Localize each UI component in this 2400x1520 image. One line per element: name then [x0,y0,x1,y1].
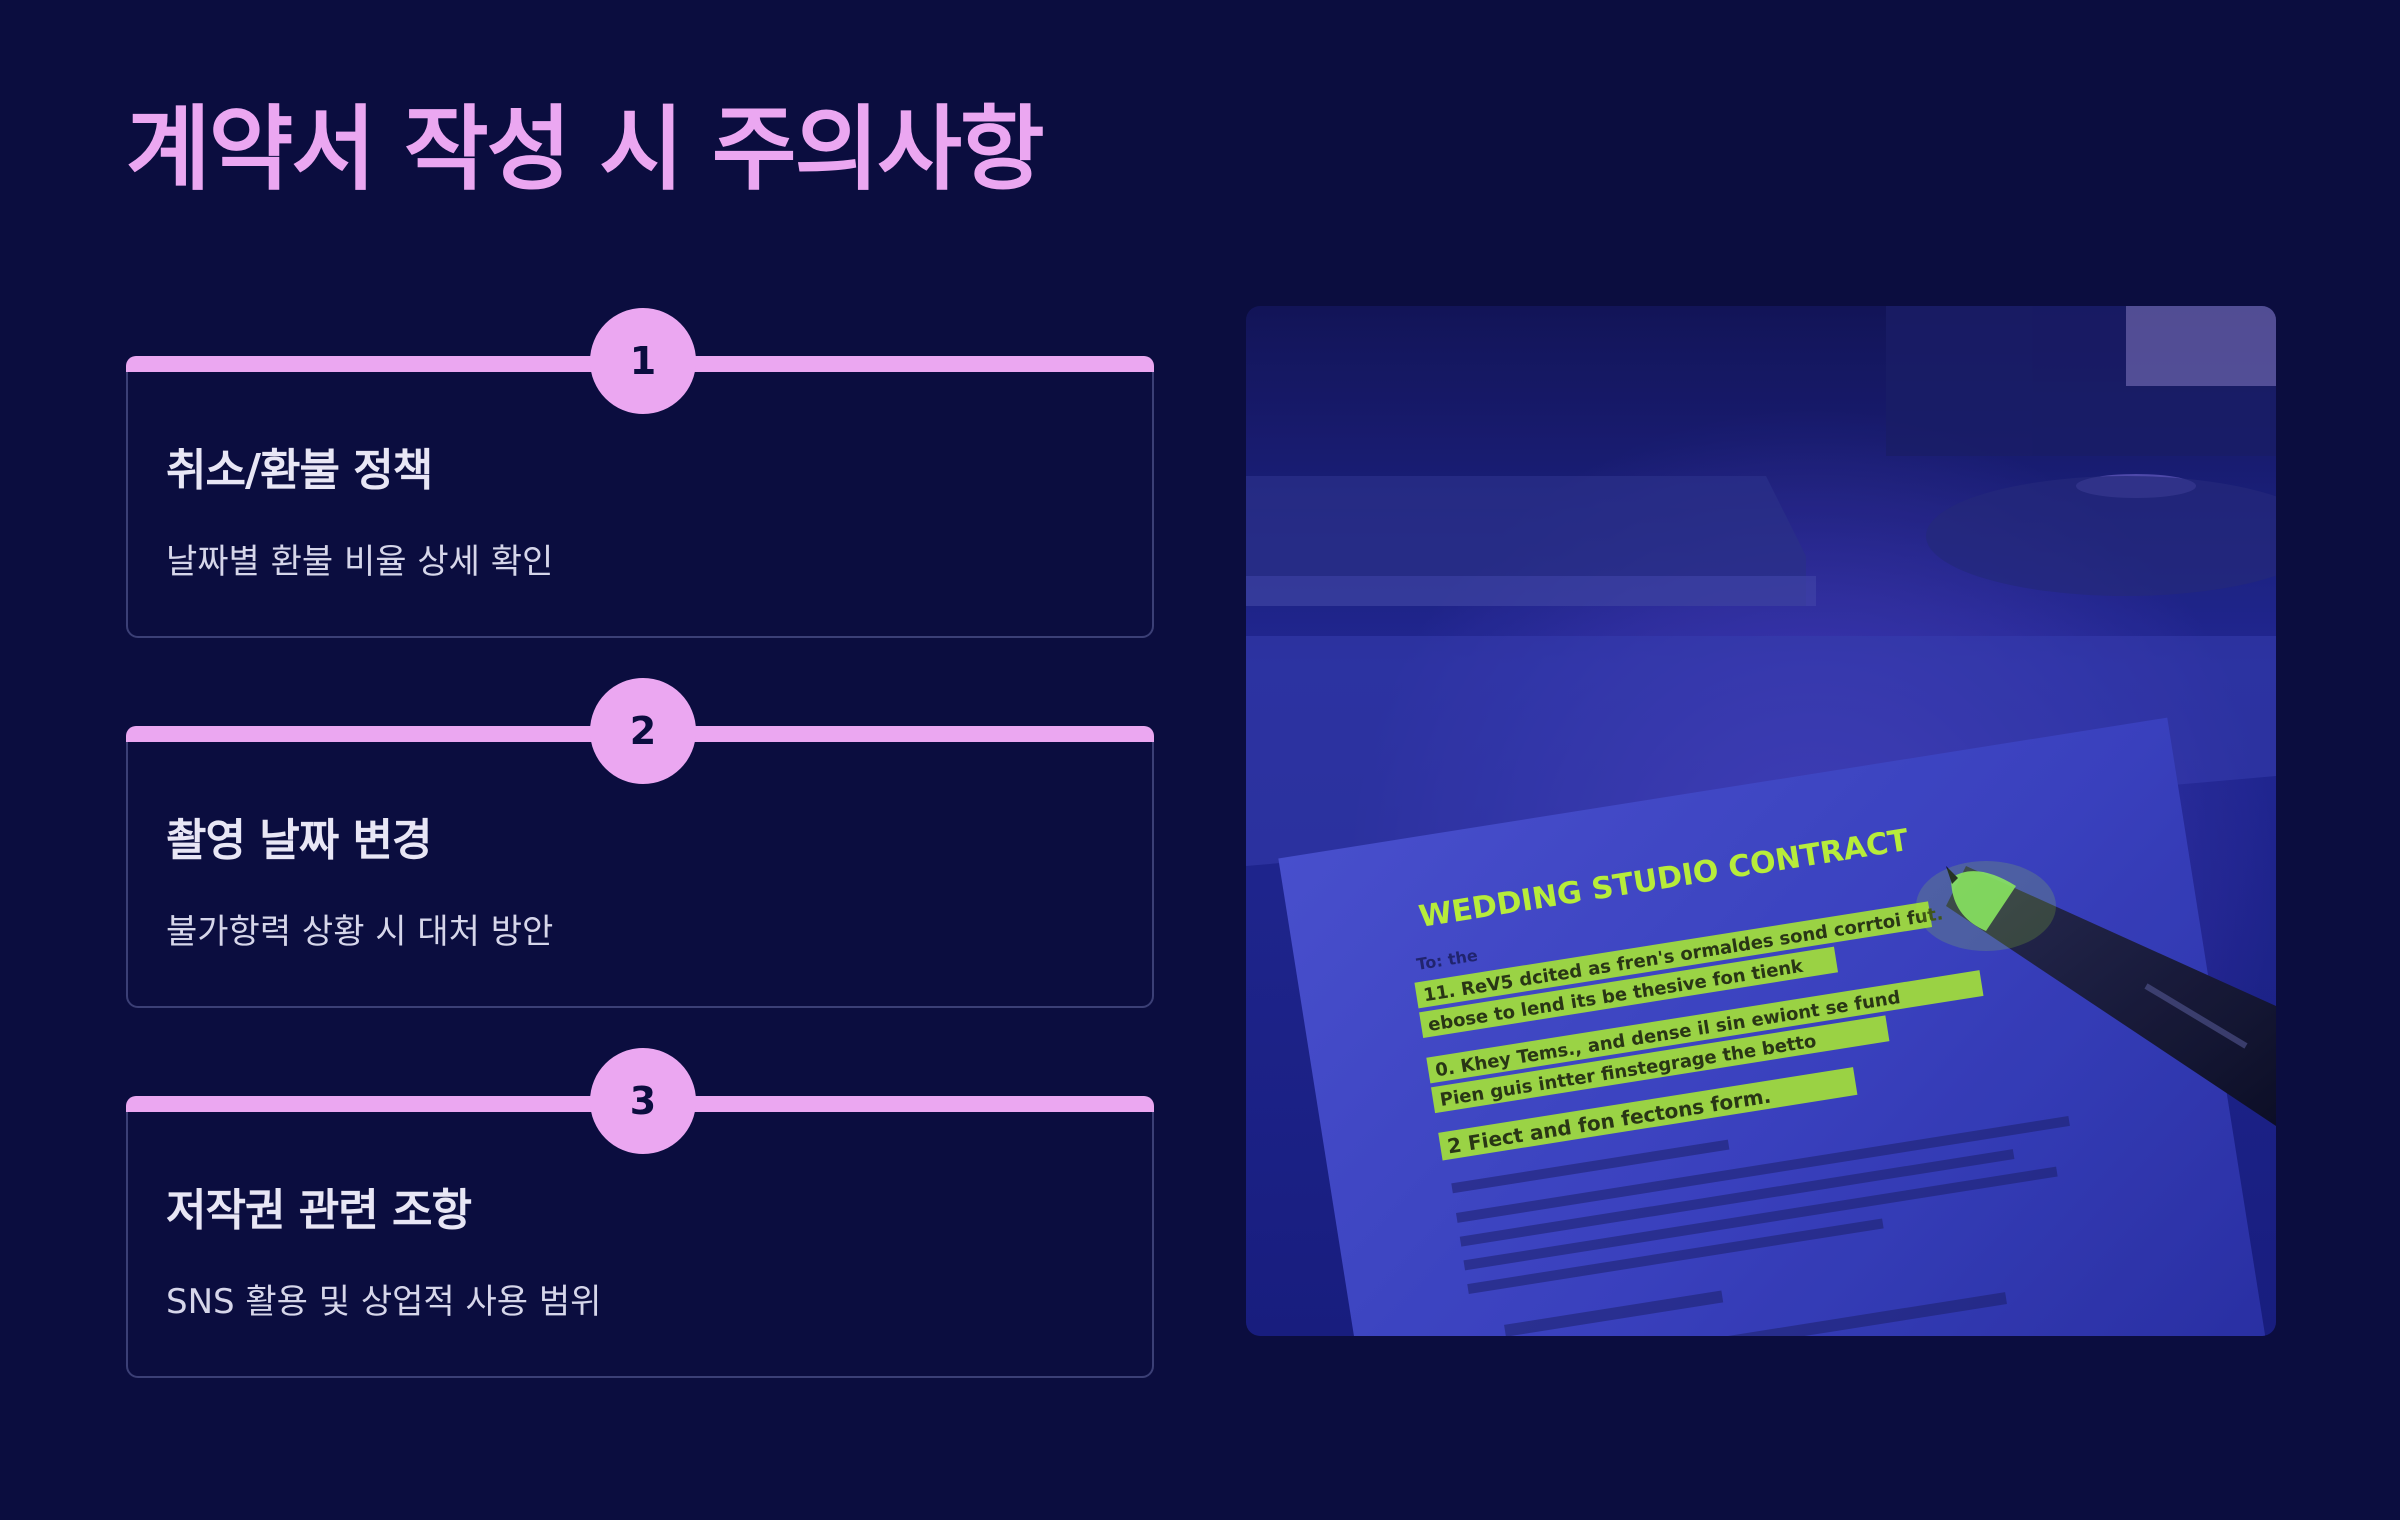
card-description: SNS 활용 및 상업적 사용 범위 [166,1282,602,1322]
page-title: 계약서 작성 시 주의사항 [126,96,1044,203]
step-number-badge: 3 [590,1048,696,1154]
card-title: 촬영 날짜 변경 [166,815,433,866]
notice-card-cancellation: 1 취소/환불 정책 날짜별 환불 비율 상세 확인 [126,308,1154,638]
card-title: 취소/환불 정책 [166,445,433,496]
background-paper [1246,636,2276,866]
step-number-badge: 1 [590,308,696,414]
card-title: 저작권 관련 조항 [166,1185,472,1236]
contract-photo: WEDDING STUDIO CONTRACT To: the 11. ReV5… [1246,306,2276,1336]
notice-card-date-change: 2 촬영 날짜 변경 불가항력 상황 시 대처 방안 [126,678,1154,1008]
laptop-shape [1246,476,1816,606]
contract-paper: WEDDING STUDIO CONTRACT To: the 11. ReV5… [1278,717,2276,1336]
notice-card-copyright: 3 저작권 관련 조항 SNS 활용 및 상업적 사용 범위 [126,1048,1154,1378]
blurred-text-lines [1451,1116,2070,1336]
step-number-badge: 2 [590,678,696,784]
card-description: 날짜별 환불 비율 상세 확인 [166,542,554,582]
card-description: 불가항력 상황 시 대처 방안 [166,912,554,952]
vignette [1246,306,2276,1336]
pen-icon [1916,861,2276,1126]
round-object [1926,476,2276,596]
